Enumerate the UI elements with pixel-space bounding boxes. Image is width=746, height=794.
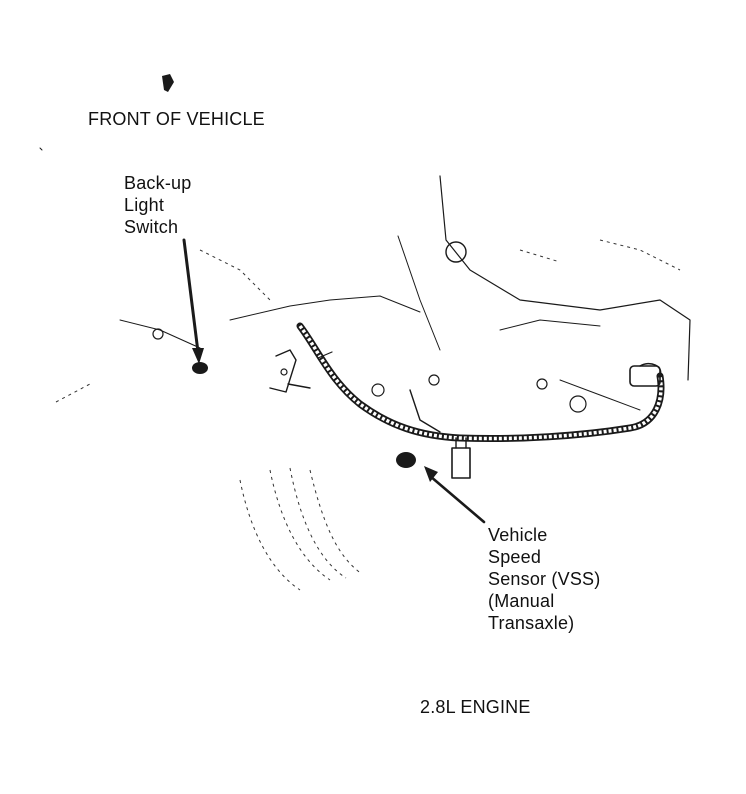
backup-light-switch-label: Back-up Light Switch: [124, 172, 191, 238]
front-of-vehicle-label: FRONT OF VEHICLE: [88, 109, 265, 129]
transaxle-housing: [119, 175, 691, 413]
vss-label-line-5: Transaxle): [488, 613, 575, 633]
vss-sensor: [396, 437, 471, 479]
bolts: [152, 328, 548, 397]
backup-label-line-2: Light: [124, 195, 165, 215]
mount-bracket: [269, 349, 311, 393]
wiring-harness: [296, 322, 665, 442]
cv-joint-sketch: [239, 467, 363, 591]
vss-label-line-2: Speed: [488, 547, 542, 567]
vss-label-line-3: Sensor (VSS): [488, 569, 601, 589]
backup-label-line-3: Switch: [124, 217, 179, 237]
direction-arrow-icon: [162, 74, 174, 92]
backup-light-switch: [192, 362, 208, 374]
vss-label: Vehicle Speed Sensor (VSS) (Manual Trans…: [488, 524, 600, 634]
backup-leader-arrow: [182, 238, 204, 364]
vss-leader-arrow: [424, 466, 486, 524]
engine-caption: 2.8L ENGINE: [420, 697, 531, 717]
vss-label-line-4: (Manual: [488, 591, 555, 611]
backup-label-line-1: Back-up: [124, 173, 192, 193]
vss-label-line-1: Vehicle: [488, 525, 548, 545]
